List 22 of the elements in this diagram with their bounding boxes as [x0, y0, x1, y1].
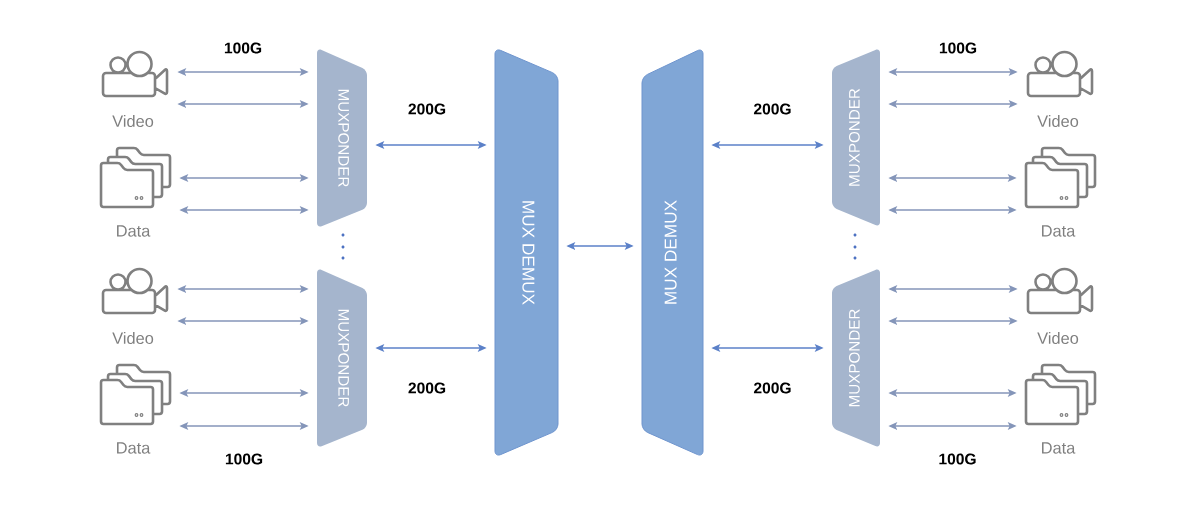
icon-caption: Video: [1037, 331, 1079, 344]
trapezoid-block: MUX DEMUX: [494, 49, 559, 456]
trapezoid-block: MUXPONDER: [832, 49, 880, 226]
edge-label: 100G: [939, 42, 977, 54]
edge-label: 200G: [753, 103, 791, 115]
icon-caption: Data: [117, 225, 151, 237]
edge-label: 100G: [224, 42, 262, 54]
trapezoid-block: MUXPONDER: [317, 49, 367, 227]
edge-label: 100G: [939, 453, 976, 465]
trapezoid-block: MUXPONDER: [832, 269, 880, 447]
icon-caption: Data: [117, 442, 151, 454]
icon-caption: Video: [112, 331, 154, 344]
icon-caption: Data: [1042, 442, 1076, 454]
edge-label: 200G: [753, 382, 791, 394]
edge-label: 200G: [408, 103, 446, 115]
icon-caption: Video: [1037, 114, 1079, 127]
edge-label: 200G: [408, 382, 446, 394]
trapezoid-block: MUX DEMUX: [641, 49, 704, 456]
icon-caption: Video: [112, 114, 154, 127]
edge-label: 100G: [225, 453, 263, 465]
icon-caption: Data: [1042, 225, 1076, 237]
trapezoid-block: MUXPONDER: [317, 269, 367, 447]
